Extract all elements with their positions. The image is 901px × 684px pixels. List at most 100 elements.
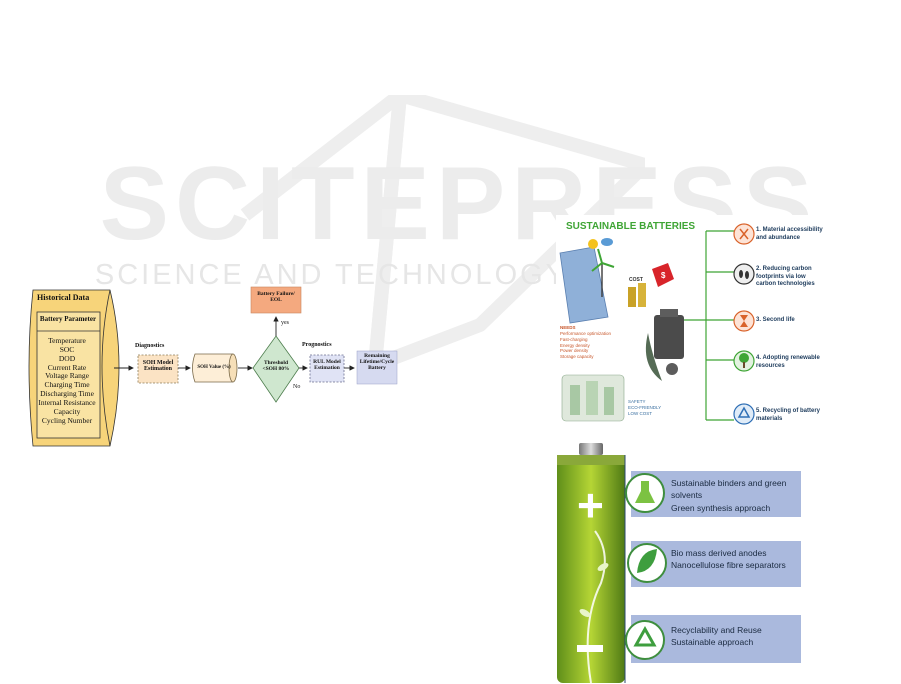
param-item: DOD [58,353,76,363]
green-item-1: Sustainable binders and green solvents G… [671,477,805,514]
sustainable-title: SUSTAINABLE BATTERIES [566,221,696,232]
rul-model-line: Estimation [314,364,340,371]
battery-cap [579,443,603,455]
threshold-line: <SOH 80% [262,365,290,372]
remaining-line: Battery [368,364,386,371]
item-line: resources [756,362,785,369]
green-item-2: Bio mass derived anodes Nanocellulose fi… [671,547,786,572]
wind-turbine-icon [591,248,615,272]
needs-list: NEEDS Performance optimization Fast-char… [560,325,611,360]
green-item-line: Green synthesis approach [671,502,771,513]
sun-icon [588,239,598,249]
green-item-3: Recyclability and Reuse Sustainable appr… [671,624,762,649]
item-line: and abundance [756,234,801,241]
green-item-line: Bio mass derived anodes [671,548,767,558]
prognostics-label: Prognostics [302,342,332,348]
needs-item: Storage capacity [560,354,594,360]
vine-icon [586,530,606,684]
remaining-line: Remaining [364,353,390,359]
item-line: materials [756,415,783,422]
rul-model-box [309,354,345,383]
plus-sign: + [577,479,604,531]
sustainable-item-4: 4. Adopting renewable resources [756,355,846,370]
green-item-line: Recyclability and Reuse [671,625,762,635]
price-tag-icon [652,263,674,287]
threshold-text: Threshold <SOH 80% [256,360,296,373]
soh-model-box [137,354,179,384]
green-item-line: Sustainable approach [671,637,754,648]
green-battery-panel: + Sustainable binders and green solvents… [551,443,805,684]
sustainable-item-3: 3. Second life [756,317,846,325]
failure-line: Battery Failure/ [257,291,295,297]
param-item: Voltage Range [45,371,89,381]
soh-model-line: SOH Model [142,360,174,366]
rul-model-text: RUL Model Estimation [310,359,344,372]
param-item: Charging Time [44,380,90,390]
threshold-diamond [252,335,300,403]
parameter-list: Temperature SOC DOD Current Rate Voltage… [34,336,100,425]
flowchart-shapes [28,286,398,447]
yes-label: yes [281,320,289,326]
soh-model-line: Estimation [143,366,172,373]
remaining-line: Lifetime/Cycle [359,358,395,365]
item-line: 2. Reducing carbon [756,266,812,272]
item-line: footprints via low [756,273,806,280]
item-line: carbon technologies [756,281,815,287]
param-item: Temperature [48,336,86,345]
remaining-text: Remaining Lifetime/Cycle Battery [357,353,397,371]
needs-item: Power density [560,348,589,354]
param-item: Capacity [53,406,81,416]
param-item: Current Rate [47,362,87,372]
needs-item: Energy density [560,342,590,348]
quality-item: ECO-FRIENDLY [628,404,662,410]
svg-text:$: $ [661,271,666,280]
param-item: Cycling Number [41,415,93,425]
rul-model-line: RUL Model [313,359,341,365]
sustainable-item-1: 1. Material accessibility and abundance [756,227,846,242]
historical-data-title: Historical Data [37,293,90,302]
needs-item: Performance optimization [560,330,612,336]
threshold-line: Threshold [263,360,289,366]
quality-item: SAFETY [628,399,646,404]
soh-model-text: SOH Model Estimation [138,360,178,373]
solar-panel-icon [559,246,609,324]
failure-box [250,286,302,314]
failure-text: Battery Failure/ EOL [251,291,301,304]
recycle-icon-2 [625,620,665,660]
watermark-logo-icon [240,95,645,372]
item-line: 5. Recycling of battery [756,408,821,414]
footprint-icon [733,263,755,285]
needs-item: Fast-charging [560,336,588,342]
battery-icon [654,315,684,359]
sustainable-item-2: 2. Reducing carbon footprints via low ca… [756,266,846,289]
item-line: 4. Adopting renewable [756,355,820,361]
green-battery-illustration: + [557,443,801,684]
coins-icon [628,287,636,307]
cloud-icon [601,238,613,246]
sustainable-batteries-panel: SUSTAINABLE BATTERIES $ [556,215,843,428]
green-item-line: Nanocellulose fibre separators [671,560,786,571]
needs-heading: NEEDS [560,325,576,330]
failure-line: EOL [270,296,282,303]
param-item: Discharging Time [40,389,94,399]
param-item: Internal Resistance [38,397,96,407]
remaining-box [356,350,398,385]
green-battery-body [557,455,625,683]
diagnostics-label: Diagnostics [135,343,165,349]
item-line: 1. Material accessibility [756,227,823,233]
sustainable-item-5: 5. Recycling of battery materials [756,408,846,423]
qualities-list: SAFETY ECO-FRIENDLY LOW COST [628,399,661,417]
battery-parameter-title: Battery Parameter [39,315,97,323]
sustainable-illustration: $ [559,223,755,425]
leaf-icon [645,333,662,381]
quality-item: LOW COST [628,410,653,416]
battery-parameter-box [36,311,101,439]
green-item-line: Sustainable binders and green solvents [671,478,787,501]
param-item: SOC [59,344,75,354]
item-line: 3. Second life [756,317,795,323]
soh-value-text: SOH Value (%) [197,365,231,370]
minus-sign [577,645,603,652]
no-label: No [293,384,301,390]
recycle-icon [733,403,755,425]
cost-label: COST [629,277,643,283]
